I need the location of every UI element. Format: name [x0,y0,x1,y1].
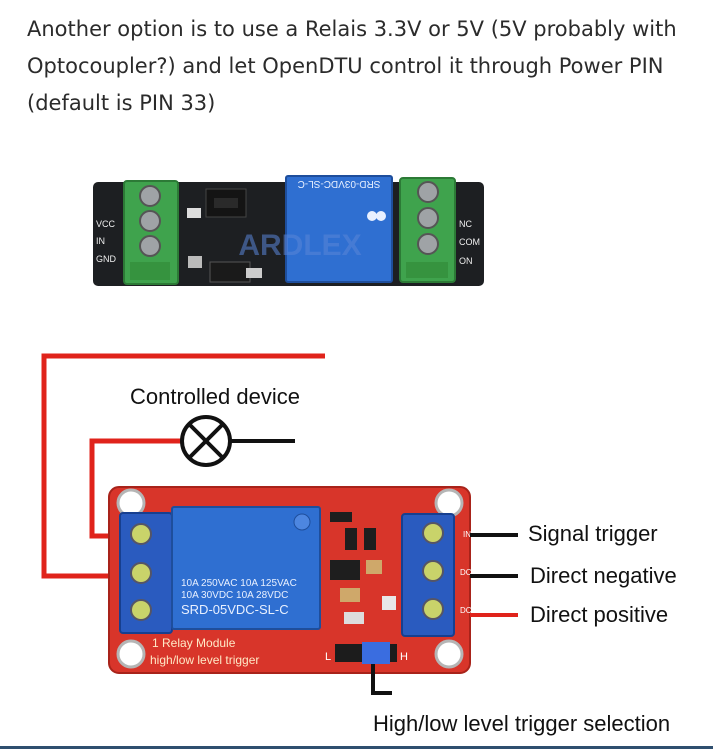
relay-line-1: 10A 250VAC 10A 125VAC [181,578,297,589]
pin-mark-dc-plus: DC+ [460,606,477,615]
top-right-terminal [399,177,456,283]
relay-line-2: 10A 30VDC 10A 28VDC [181,590,288,601]
direct-negative-label: Direct negative [530,563,677,588]
bottom-divider [0,746,713,749]
top-relay-board: SRD-03VDC-SL-C ARDLEX VCC IN GND NC COM … [93,175,484,286]
post-text: Another option is to use a Relais 3.3V o… [27,17,677,115]
signal-trigger-label: Signal trigger [528,521,658,546]
top-relay [285,175,393,283]
pin-mark-in: IN [463,530,471,539]
top-relay-label: SRD-03VDC-SL-C [298,178,381,189]
jumper-mark-h: H [400,651,408,663]
pin-mark-dc-minus: DC- [460,568,475,577]
red-wire-outer [41,353,325,579]
top-pin-on: ON [459,256,473,266]
top-pin-in: IN [96,236,105,246]
red-board-relay [171,506,321,630]
top-pin-vcc: VCC [96,219,116,229]
trigger-selection-label: High/low level trigger selection [373,711,670,736]
controlled-device-label: Controlled device [130,384,300,409]
top-left-terminal [123,180,179,285]
jumper-mark-l: L [325,651,331,663]
top-pin-com: COM [459,237,480,247]
top-pin-gnd: GND [96,254,117,264]
top-pin-nc: NC [459,219,472,229]
top-watermark: ARDLEX [238,229,361,262]
direct-positive-label: Direct positive [530,602,668,627]
module-line-1: 1 Relay Module [152,636,236,650]
wiring-diagram: Controlled device 10A 250VAC 10A 125VAC … [41,353,677,736]
module-line-2: high/low level trigger [150,653,259,667]
relay-line-3: SRD-05VDC-SL-C [181,602,289,617]
